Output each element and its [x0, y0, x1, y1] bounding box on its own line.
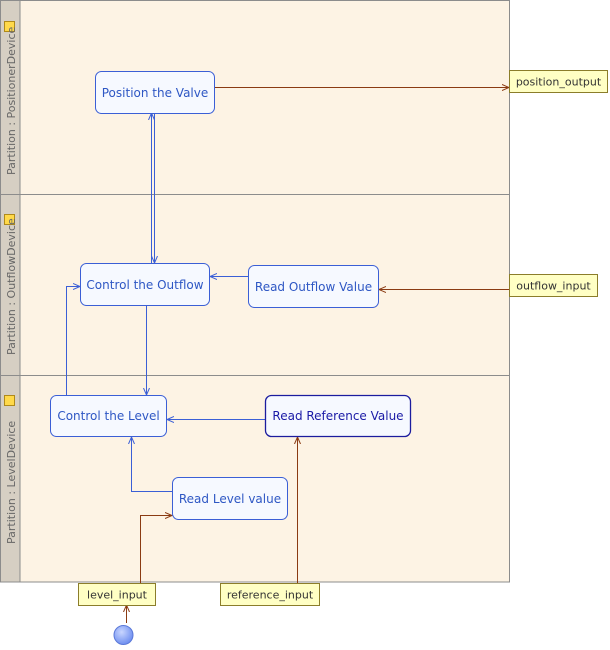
- activity-label: Read Reference Value: [272, 409, 403, 423]
- activity-read-level-value[interactable]: Read Level value: [172, 477, 288, 520]
- pin-outflow-input[interactable]: outflow_input: [509, 274, 598, 297]
- activity-position-the-valve[interactable]: Position the Valve: [95, 71, 215, 114]
- data-flows: [127, 88, 510, 623]
- pin-reference-input[interactable]: reference_input: [220, 583, 320, 606]
- lane-marker-icon: [4, 21, 15, 32]
- pin-label: level_input: [87, 589, 148, 602]
- pin-label: position_output: [516, 76, 602, 89]
- activity-read-reference-value[interactable]: Read Reference Value: [264, 394, 412, 438]
- lane-marker-icon: [4, 214, 15, 225]
- flow-control-level-to-control-outflow[interactable]: [66, 287, 81, 396]
- activity-control-the-level[interactable]: Control the Level: [50, 395, 167, 437]
- flow-read-level-to-control-level[interactable]: [132, 437, 173, 492]
- pin-label: outflow_input: [516, 280, 591, 293]
- pin-label: reference_input: [227, 589, 314, 602]
- lane-marker-icon: [4, 395, 15, 406]
- control-flows: [66, 113, 265, 492]
- activity-control-the-outflow[interactable]: Control the Outflow: [80, 263, 210, 306]
- pin-position-output[interactable]: position_output: [509, 70, 608, 93]
- pin-level-input[interactable]: level_input: [78, 583, 156, 606]
- lane-label: Partition : PositionerDevice: [5, 26, 18, 175]
- activity-label: Control the Level: [57, 409, 159, 423]
- lane-label: Partition : LevelDevice: [5, 421, 18, 544]
- initial-node-icon[interactable]: [113, 625, 134, 645]
- activity-read-outflow-value[interactable]: Read Outflow Value: [248, 265, 379, 308]
- activity-label: Position the Valve: [102, 86, 209, 100]
- flow-level-input-to-read-level[interactable]: [140, 516, 173, 584]
- lane-label: Partition : OutflowDevice: [5, 218, 18, 355]
- activity-label: Read Level value: [179, 492, 281, 506]
- lane-positioner-device[interactable]: Partition : PositionerDevice: [0, 0, 510, 195]
- activity-label: Read Outflow Value: [255, 280, 372, 294]
- activity-label: Control the Outflow: [86, 278, 203, 292]
